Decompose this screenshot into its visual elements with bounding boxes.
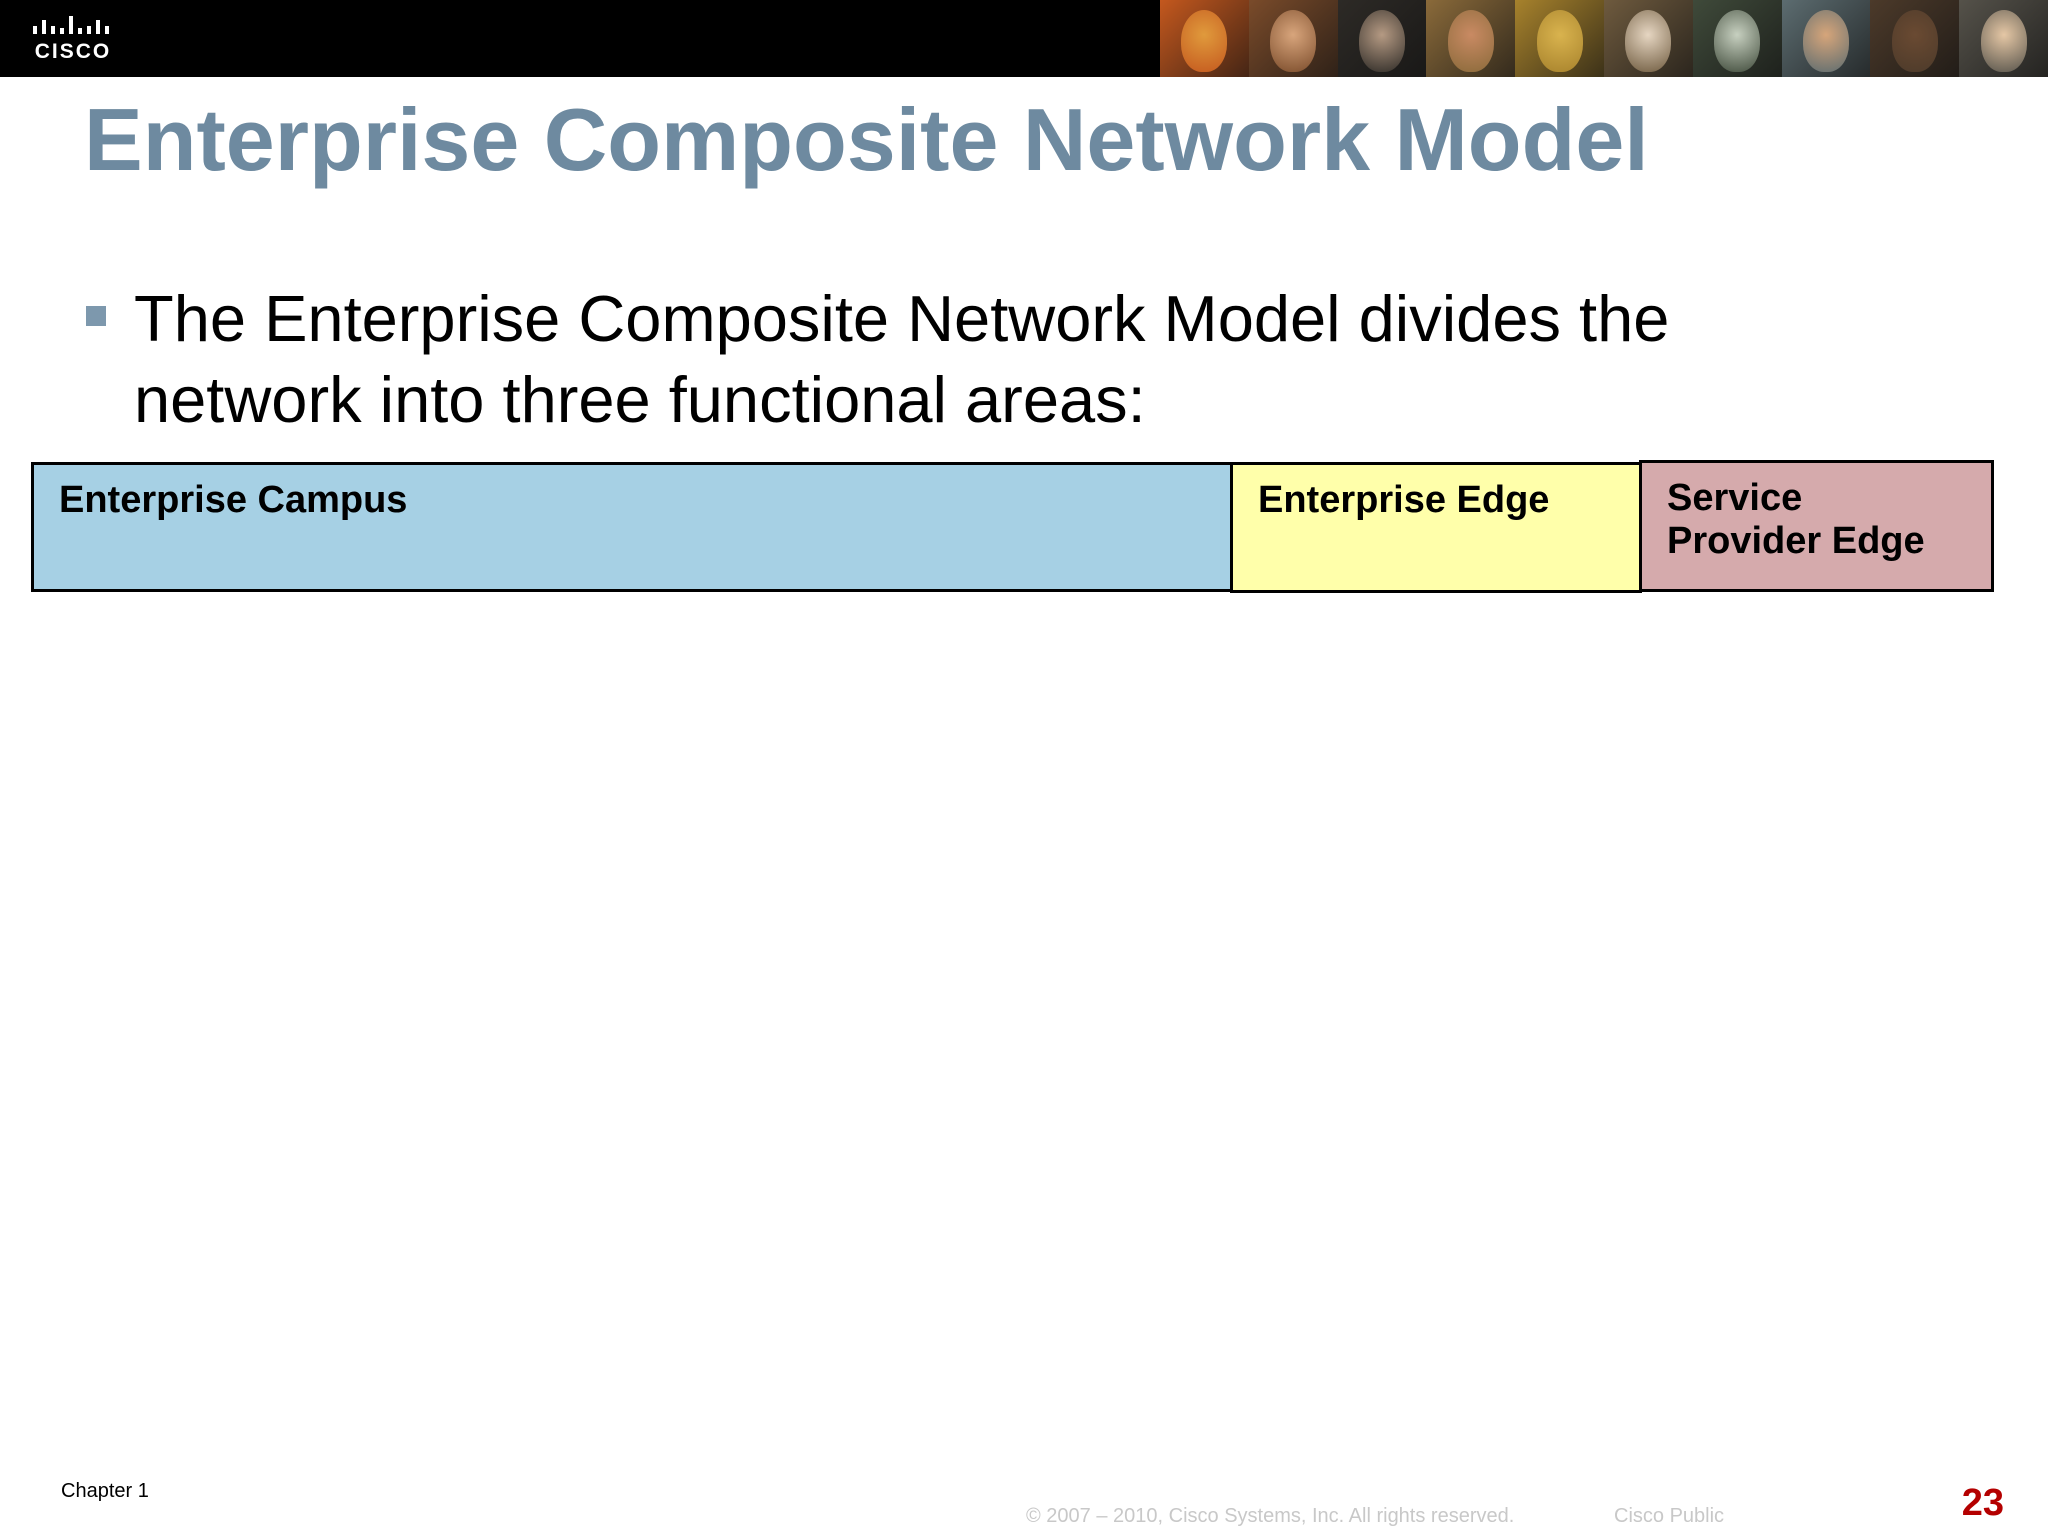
photo-tile — [1870, 0, 1960, 77]
footer-classification: Cisco Public — [1614, 1505, 1725, 1527]
area-label: Service Provider Edge — [1667, 477, 1925, 562]
bullet-square-icon — [86, 306, 106, 326]
footer-chapter: Chapter 1 — [61, 1480, 149, 1502]
bullet-text: The Enterprise Composite Network Model d… — [134, 282, 1670, 436]
area-label: Enterprise Campus — [59, 479, 408, 521]
photo-tile — [1515, 0, 1604, 77]
person-photo-icon — [1181, 10, 1228, 72]
area-enterprise-campus: Enterprise Campus — [31, 462, 1233, 592]
area-label: Enterprise Edge — [1258, 479, 1550, 521]
photo-tile — [1337, 0, 1427, 77]
photo-tile — [1692, 0, 1782, 77]
photo-tile — [1426, 0, 1516, 77]
person-photo-icon — [1714, 10, 1761, 72]
cisco-wordmark: CISCO — [34, 40, 112, 63]
photo-tile — [1603, 0, 1693, 77]
photo-tile — [1959, 0, 2048, 77]
photo-tile — [1160, 0, 1249, 77]
person-photo-icon — [1625, 10, 1672, 72]
area-service-provider-edge: Service Provider Edge — [1639, 460, 1994, 592]
area-enterprise-edge: Enterprise Edge — [1230, 462, 1642, 593]
page-number: 23 — [1961, 1482, 2004, 1524]
person-photo-icon — [1891, 10, 1938, 72]
photo-tile — [1781, 0, 1871, 77]
photo-strip — [1160, 0, 2048, 77]
footer-copyright: © 2007 – 2010, Cisco Systems, Inc. All r… — [1026, 1505, 1515, 1527]
cisco-bridge-bars-icon — [33, 16, 109, 34]
person-photo-icon — [1536, 10, 1583, 72]
person-photo-icon — [1358, 10, 1405, 72]
slide-title: Enterprise Composite Network Model — [84, 90, 1649, 189]
header-bar: CISCO — [0, 0, 2048, 77]
person-photo-icon — [1980, 10, 2027, 72]
person-photo-icon — [1447, 10, 1494, 72]
person-photo-icon — [1802, 10, 1849, 72]
person-photo-icon — [1270, 10, 1317, 72]
photo-tile — [1248, 0, 1338, 77]
cisco-logo: CISCO — [27, 14, 119, 66]
